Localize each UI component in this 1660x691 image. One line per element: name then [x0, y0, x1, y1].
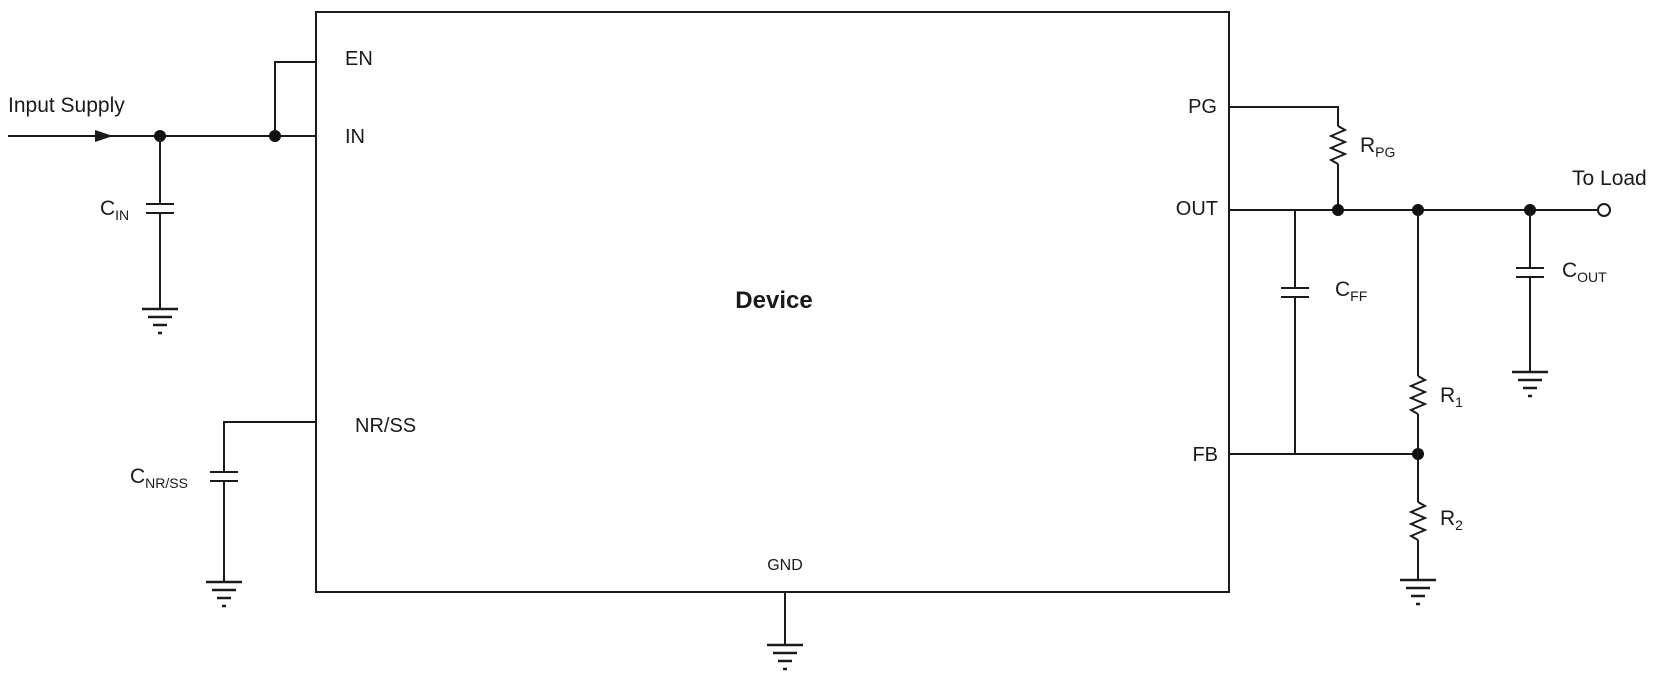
- ground-icon: [204, 580, 244, 608]
- cff-label: CFF: [1335, 278, 1367, 304]
- pin-out-label: OUT: [1176, 198, 1218, 220]
- pg-wire: [1229, 106, 1339, 126]
- junction-rpg: [1332, 204, 1344, 216]
- nrss-wire: [223, 421, 316, 472]
- r2-label: R2: [1440, 507, 1463, 533]
- pin-in-label: IN: [345, 126, 365, 148]
- ground-icon: [1510, 370, 1550, 398]
- junction-in: [269, 130, 281, 142]
- ground-icon: [765, 643, 805, 671]
- r1-resistor: [1408, 375, 1428, 415]
- ground-icon: [1398, 578, 1438, 606]
- input-arrow-icon: [95, 130, 113, 142]
- output-terminal: [1597, 203, 1611, 217]
- en-wire: [274, 61, 316, 136]
- pin-nrss-label: NR/SS: [355, 415, 416, 437]
- pin-en-label: EN: [345, 48, 373, 70]
- cin-label: CIN: [100, 197, 129, 223]
- ground-icon: [140, 307, 180, 335]
- pin-fb-label: FB: [1192, 444, 1218, 466]
- r1-label: R1: [1440, 384, 1463, 410]
- input-supply-label: Input Supply: [8, 94, 125, 117]
- r2-resistor: [1408, 501, 1428, 541]
- cnrss-label: CNR/SS: [130, 465, 188, 491]
- pin-gnd-label: GND: [767, 557, 803, 574]
- cout-label: COUT: [1562, 259, 1607, 285]
- rpg-resistor: [1328, 125, 1348, 165]
- device-title: Device: [735, 287, 812, 314]
- rpg-label: RPG: [1360, 134, 1395, 160]
- pin-pg-label: PG: [1188, 96, 1217, 118]
- device-block: [315, 11, 1230, 593]
- to-load-label: To Load: [1572, 167, 1647, 190]
